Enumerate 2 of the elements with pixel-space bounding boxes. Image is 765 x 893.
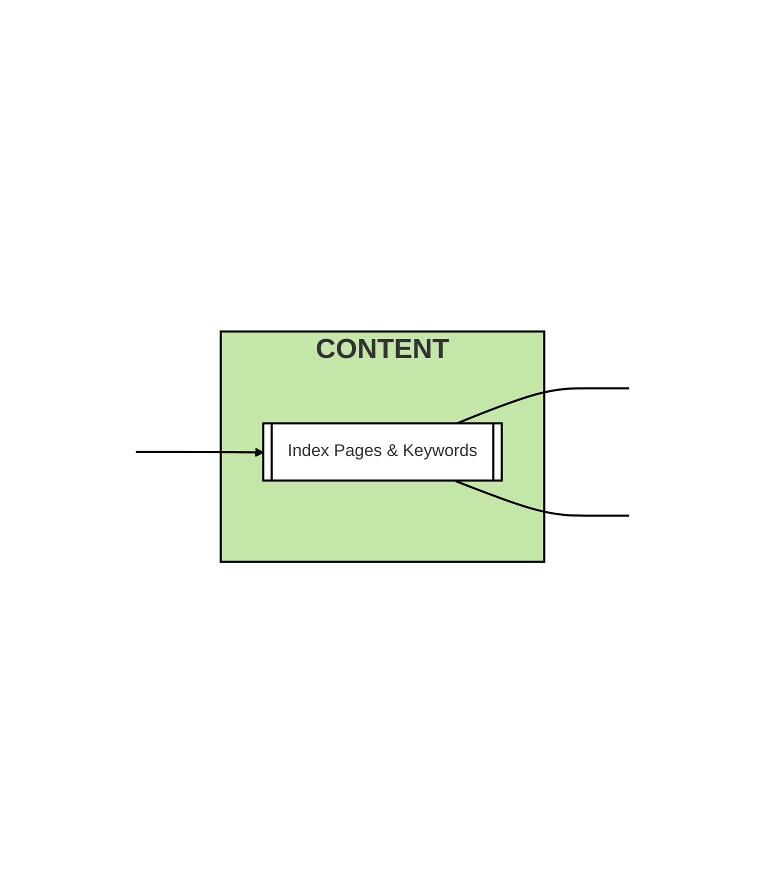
- arrow: [136, 448, 264, 457]
- connector-line: [455, 480, 630, 517]
